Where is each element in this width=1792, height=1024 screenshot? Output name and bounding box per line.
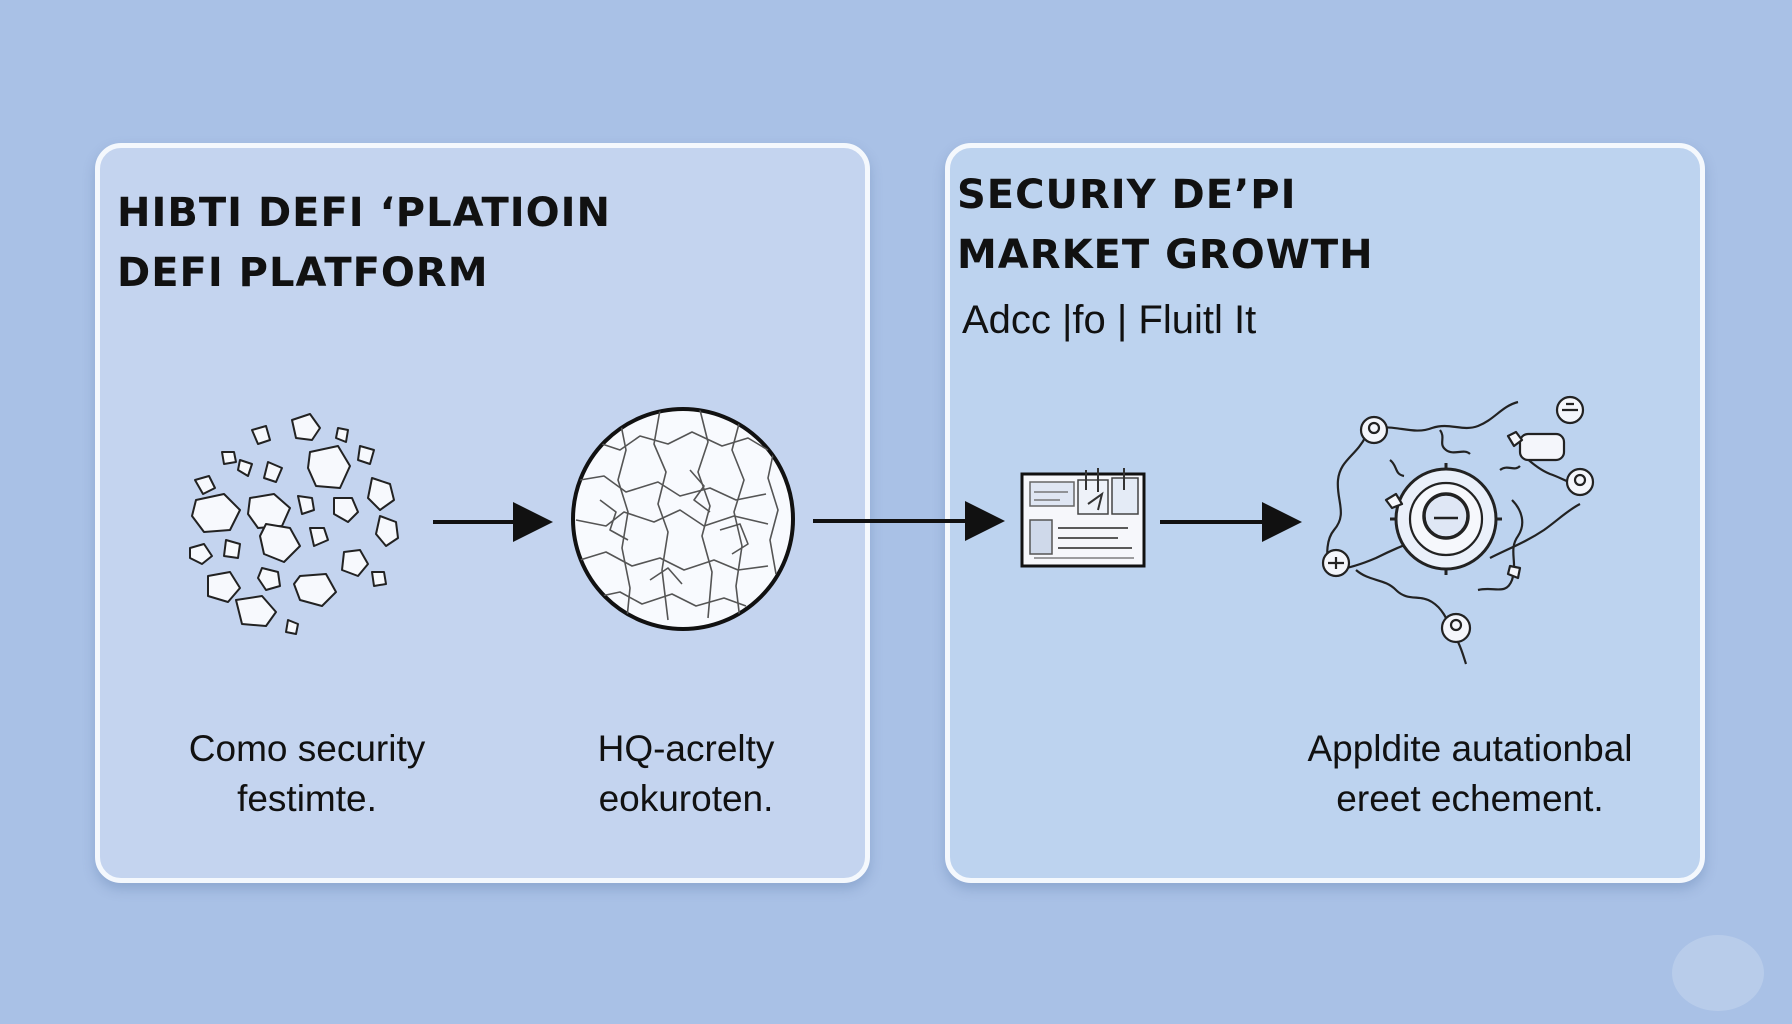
watermark-logo xyxy=(1672,935,1764,1011)
right-panel-subtitle: Adcc |fo | Fluitl It xyxy=(962,298,1257,342)
caption-network: Appldite autationbal ereet echement. xyxy=(1270,724,1670,824)
caption-fragments: Como security festimte. xyxy=(142,724,472,824)
caption-fragments-line1: Como security xyxy=(188,728,426,769)
right-panel-title-line2: MARKET GROWTH xyxy=(957,232,1374,278)
caption-sphere-line2: eokuroten. xyxy=(598,778,774,819)
caption-sphere-line1: HQ-acrelty xyxy=(597,728,775,769)
caption-fragments-line2: festimte. xyxy=(237,778,377,819)
left-panel-title-line2: DEFI PLATFORM xyxy=(117,250,489,296)
caption-network-line2: ereet echement. xyxy=(1336,778,1604,819)
right-panel-title-line1: SECURIY DE’PI xyxy=(957,172,1297,218)
caption-network-line1: Appldite autationbal xyxy=(1307,728,1633,769)
caption-sphere: HQ-acrelty eokuroten. xyxy=(521,724,851,824)
left-panel-title-line1: HIBTI DEFI ‘PLATIOIN xyxy=(117,190,611,236)
